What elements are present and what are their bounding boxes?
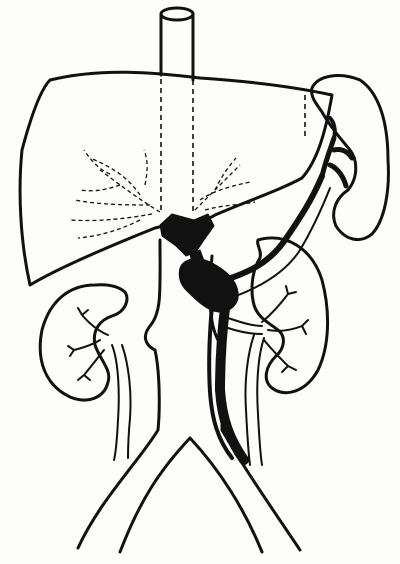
ureter-right-a — [245, 335, 254, 465]
descending-vessel — [220, 300, 244, 460]
liver-outline — [20, 72, 332, 285]
hepatic-veins-left — [70, 150, 160, 238]
ureter-left-b — [122, 345, 131, 458]
kidney-left — [40, 285, 130, 460]
liver — [20, 70, 332, 285]
hilum-junction — [160, 214, 214, 256]
vena-cava-top — [161, 8, 193, 20]
ureter-right-b — [257, 338, 264, 465]
ureter-left-a — [112, 345, 119, 460]
kidney-left-outline — [40, 285, 127, 400]
